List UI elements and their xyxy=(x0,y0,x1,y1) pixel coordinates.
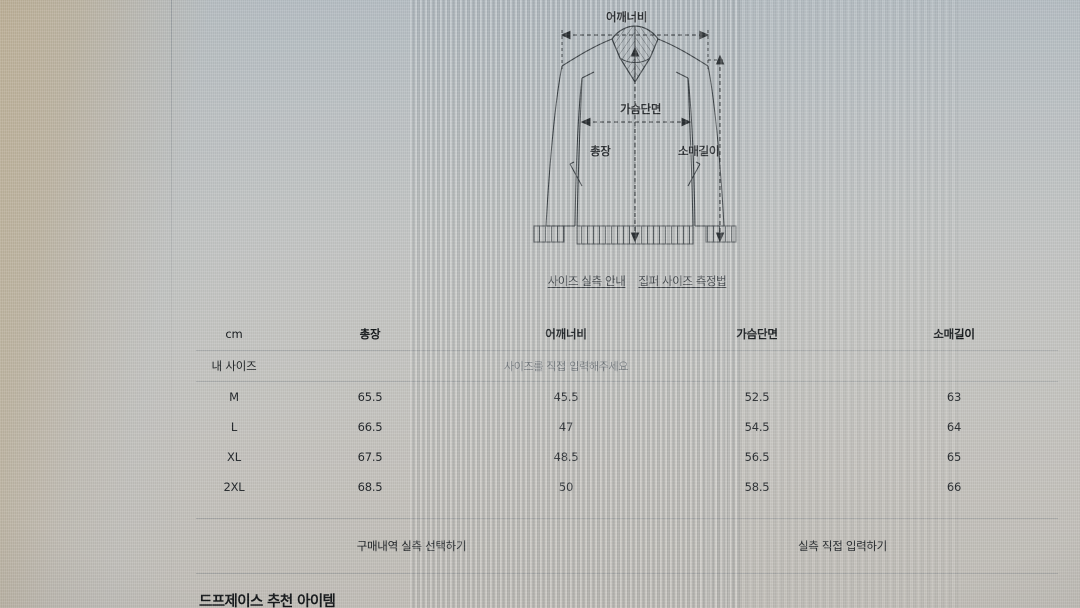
manual-input-button[interactable]: 실측 직접 입력하기 xyxy=(798,539,887,553)
table-header-row: cm 총장 어깨너비 가슴단면 소매길이 xyxy=(196,318,1058,350)
column-header-sleeve: 소매길이 xyxy=(933,327,975,341)
diagram-label-shoulder: 어깨너비 xyxy=(606,10,648,24)
table-row: L 66.5 47 54.5 64 xyxy=(196,412,1058,442)
select-from-orders-button[interactable]: 구매내역 실측 선택하기 xyxy=(356,539,467,553)
table-divider xyxy=(196,381,1058,382)
column-header-shoulder: 어깨너비 xyxy=(545,327,587,341)
cell-chest: 56.5 xyxy=(744,450,770,464)
actions-divider-bottom xyxy=(196,573,1058,574)
my-size-input-placeholder[interactable]: 사이즈를 직접 입력해주세요 xyxy=(503,360,629,373)
cell-chest: 58.5 xyxy=(744,480,770,494)
cell-sleeve: 65 xyxy=(946,450,962,464)
cell-length: 67.5 xyxy=(357,450,383,464)
column-header-length: 총장 xyxy=(359,327,381,341)
table-row: 2XL 68.5 50 58.5 66 xyxy=(196,472,1058,502)
cell-sleeve: 66 xyxy=(946,480,962,494)
garment-illustration xyxy=(533,25,737,245)
link-size-measure-guide[interactable]: 사이즈 실측 안내 xyxy=(547,274,626,288)
screen-bezel-edge xyxy=(171,0,172,608)
diagram-label-chest: 가슴단면 xyxy=(620,102,662,116)
column-header-chest: 가슴단면 xyxy=(736,327,778,341)
cell-shoulder: 47 xyxy=(558,420,574,434)
cell-chest: 52.5 xyxy=(744,390,770,404)
size-guide-links: 사이즈 실측 안내 집퍼 사이즈 측정법 xyxy=(537,273,737,289)
cell-size: M xyxy=(229,390,239,404)
recommended-items-title: 드프제이스 추천 아이템 xyxy=(199,594,336,608)
cell-shoulder: 50 xyxy=(558,480,574,494)
size-chart-table: cm 총장 어깨너비 가슴단면 소매길이 내 사이즈 사이즈를 직접 입력해주세… xyxy=(196,318,1058,502)
actions-divider-top xyxy=(196,518,1058,519)
table-row: M 65.5 45.5 52.5 63 xyxy=(196,382,1058,412)
cell-size: XL xyxy=(227,450,241,464)
link-zipper-measure-method[interactable]: 집퍼 사이즈 측정법 xyxy=(638,274,727,288)
cell-shoulder: 48.5 xyxy=(553,450,579,464)
cell-sleeve: 64 xyxy=(946,420,962,434)
my-size-label: 내 사이즈 xyxy=(211,359,257,373)
cell-sleeve: 63 xyxy=(946,390,962,404)
cell-length: 68.5 xyxy=(357,480,383,494)
table-divider xyxy=(196,350,1058,351)
cell-length: 65.5 xyxy=(357,390,383,404)
cell-size: L xyxy=(230,420,238,434)
garment-size-diagram: 어깨너비 가슴단면 총장 소매길이 xyxy=(520,4,750,256)
cell-size: 2XL xyxy=(223,480,245,494)
measurement-actions: 구매내역 실측 선택하기 실측 직접 입력하기 xyxy=(196,519,1058,573)
diagram-label-sleeve: 소매길이 xyxy=(678,144,720,158)
cell-chest: 54.5 xyxy=(744,420,770,434)
cell-length: 66.5 xyxy=(357,420,383,434)
column-header-unit: cm xyxy=(225,327,243,341)
cell-shoulder: 45.5 xyxy=(553,390,579,404)
diagram-label-length: 총장 xyxy=(590,144,611,158)
my-size-row[interactable]: 내 사이즈 사이즈를 직접 입력해주세요 xyxy=(196,351,1058,381)
table-row: XL 67.5 48.5 56.5 65 xyxy=(196,442,1058,472)
